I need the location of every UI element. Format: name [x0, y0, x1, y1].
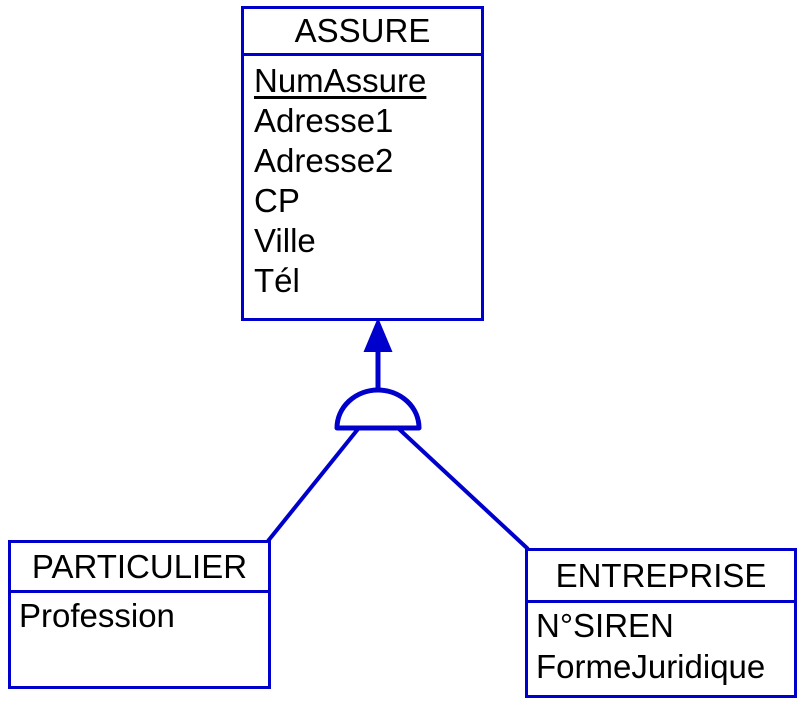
entity-entreprise[interactable]: ENTREPRISE N°SIREN FormeJuridique: [525, 548, 797, 698]
attribute-row: CP: [254, 182, 300, 219]
attribute-row: FormeJuridique: [536, 648, 766, 685]
entity-assure[interactable]: ASSURE NumAssure Adresse1 Adresse2 CP Vi…: [241, 6, 484, 321]
entity-entreprise-attributes: N°SIREN FormeJuridique: [528, 603, 794, 695]
entity-entreprise-title: ENTREPRISE: [528, 551, 794, 603]
attribute-row: Ville: [254, 222, 316, 259]
entity-particulier[interactable]: PARTICULIER Profession: [8, 540, 271, 689]
entity-particulier-title: PARTICULIER: [11, 543, 268, 593]
attribute-row: Adresse1: [254, 102, 394, 139]
entity-particulier-attributes: Profession: [11, 593, 268, 686]
attribute-row: NumAssure: [254, 62, 427, 99]
specialization-dome-icon: [334, 387, 422, 431]
entity-assure-title: ASSURE: [244, 9, 481, 56]
link-assure-entreprise: [397, 427, 530, 551]
attribute-row: N°SIREN: [536, 607, 674, 644]
entity-assure-attributes: NumAssure Adresse1 Adresse2 CP Ville Tél: [244, 56, 481, 318]
link-assure-particulier: [266, 427, 360, 543]
attribute-row: Adresse2: [254, 142, 394, 179]
attribute-row: Tél: [254, 262, 300, 299]
attribute-row: Profession: [19, 597, 175, 634]
generalization-arrowhead-icon: [363, 317, 393, 352]
